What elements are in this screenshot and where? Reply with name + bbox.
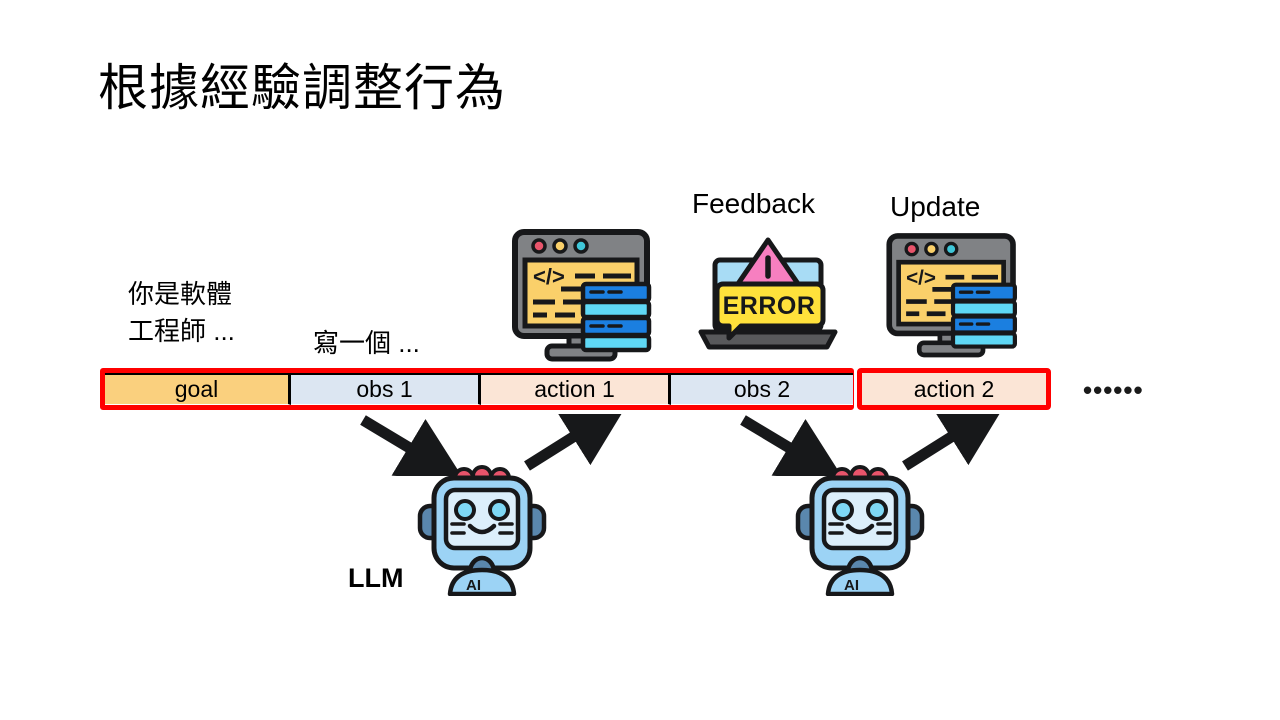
arrow-obs1-to-agent: [360, 415, 465, 476]
error-laptop-icon: ERROR: [698, 237, 838, 350]
code-monitor-icon-action1: </>: [512, 229, 652, 362]
llm-robot-icon-1: AI: [417, 465, 547, 596]
timeline-segment-action-1[interactable]: action 1: [481, 373, 671, 405]
arrow-agent-to-action1: [524, 414, 625, 471]
timeline-segment-action-2[interactable]: action 2: [857, 368, 1051, 410]
arrow-obs2-to-agent: [740, 415, 845, 476]
svg-text:ERROR: ERROR: [723, 292, 816, 320]
action-prompt-text: 寫一個 ...: [313, 328, 420, 358]
goal-prompt-text: 你是軟體 工程師 ...: [128, 279, 235, 346]
svg-text:</>: </>: [906, 267, 936, 290]
llm-robot-icon-2: AI: [795, 465, 925, 596]
llm-label: LLM: [348, 563, 404, 593]
timeline-segment-obs-2[interactable]: obs 2: [671, 373, 853, 405]
timeline-segment-goal[interactable]: goal: [105, 373, 291, 405]
update-caption: Update: [890, 191, 981, 222]
svg-text:</>: </>: [533, 264, 565, 289]
arrow-agent-to-action2: [902, 414, 1003, 471]
timeline-segment-obs-1[interactable]: obs 1: [291, 373, 481, 405]
svg-text:AI: AI: [844, 577, 859, 594]
timeline-continuation-ellipsis: ••••••: [1083, 375, 1144, 405]
trajectory-timeline[interactable]: goal obs 1 action 1 obs 2: [100, 368, 854, 410]
page-title: 根據經驗調整行為: [98, 60, 506, 116]
code-monitor-icon-action2: </>: [886, 233, 1017, 358]
svg-text:AI: AI: [466, 577, 481, 594]
feedback-caption: Feedback: [692, 188, 815, 219]
